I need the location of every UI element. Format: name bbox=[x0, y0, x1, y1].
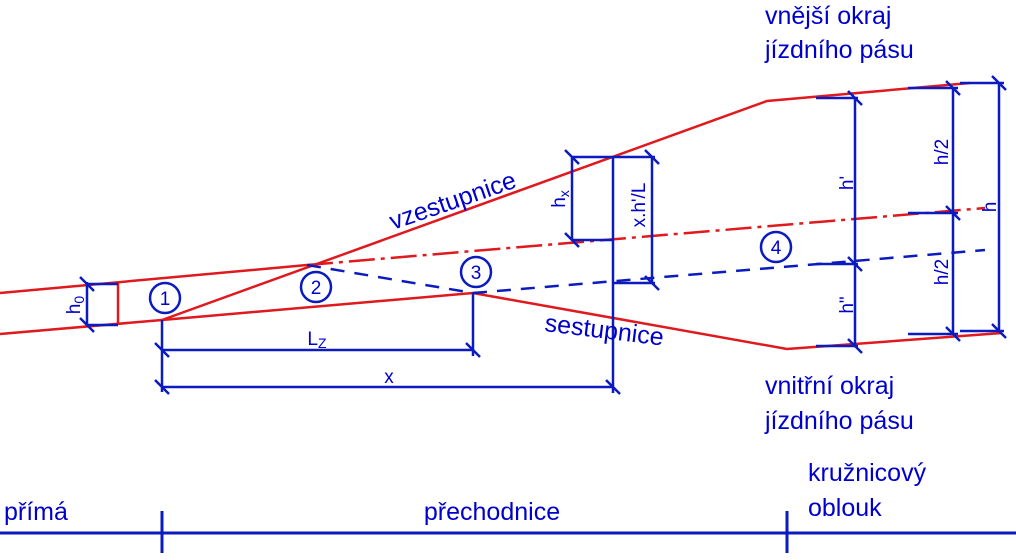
h0-dimension bbox=[78, 275, 118, 334]
h0-label: h0 bbox=[64, 296, 87, 315]
point-3-label: 3 bbox=[471, 263, 482, 284]
x-label: x bbox=[384, 367, 394, 388]
road-geometry bbox=[0, 81, 1003, 351]
descending-line bbox=[161, 291, 1003, 351]
point-4: 4 bbox=[759, 230, 793, 264]
hx-label: hx bbox=[549, 190, 572, 208]
h-prime-label: h' bbox=[837, 176, 858, 190]
point-1-label: 1 bbox=[160, 289, 171, 310]
h-label: h bbox=[980, 202, 1001, 213]
inner-edge-straight bbox=[0, 263, 308, 295]
outer-edge-label-1: vnější okraj bbox=[765, 2, 891, 30]
h-half-bottom-label: h/2 bbox=[932, 259, 953, 285]
rotation-axis bbox=[306, 248, 986, 295]
point-1: 1 bbox=[148, 281, 182, 315]
section-straight: přímá bbox=[4, 498, 68, 526]
descending-label: sestupnice bbox=[543, 309, 665, 351]
h-prime-dimension bbox=[816, 89, 864, 355]
hx-dimension bbox=[563, 148, 661, 292]
point-2-label: 2 bbox=[311, 278, 322, 299]
h-half-dimension bbox=[908, 79, 962, 343]
h-double-prime-label: h" bbox=[837, 296, 858, 313]
ascending-line bbox=[161, 81, 971, 322]
point-2: 2 bbox=[299, 270, 333, 304]
point-markers: 1 2 3 4 bbox=[148, 230, 793, 315]
x-dimension bbox=[153, 283, 622, 396]
h-half-top-label: h/2 bbox=[932, 139, 953, 165]
point-4-label: 4 bbox=[771, 238, 782, 259]
point-3: 3 bbox=[459, 255, 493, 289]
ascending-label: vzestupnice bbox=[386, 166, 520, 235]
section-circular-2: oblouk bbox=[808, 494, 882, 522]
road-axis bbox=[306, 206, 986, 267]
h-dimension bbox=[960, 74, 1008, 340]
outer-edge-straight bbox=[0, 318, 163, 336]
inner-edge-label-2: jízdního pásu bbox=[764, 407, 914, 435]
outer-edge-label-2: jízdního pásu bbox=[764, 36, 914, 64]
section-bar: přímá přechodnice kružnicový oblouk bbox=[0, 459, 1016, 553]
xhl-label: x.h'/L bbox=[629, 183, 650, 228]
lz-label: LZ bbox=[307, 329, 327, 351]
text-labels: vnější okraj jízdního pásu vnitřní okraj… bbox=[64, 2, 1001, 435]
lz-dimension bbox=[153, 293, 482, 392]
dimensions bbox=[78, 74, 1008, 396]
section-transition: přechodnice bbox=[424, 498, 560, 526]
section-circular-1: kružnicový bbox=[808, 459, 927, 487]
inner-edge-label-1: vnitřní okraj bbox=[765, 372, 894, 400]
